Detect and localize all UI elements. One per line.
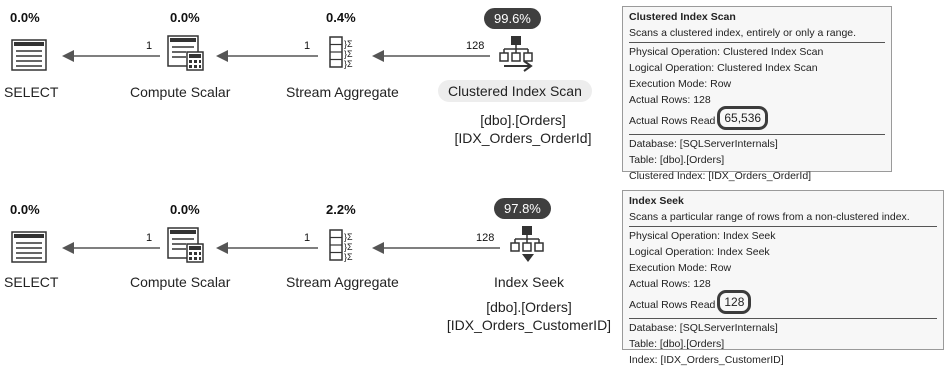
stream-aggregate-cost: 0.4% [326,10,356,25]
select-label[interactable]: SELECT [4,84,59,100]
row-count-label: 128 [476,232,495,244]
row-count-label: 1 [146,232,153,244]
tooltip-logical-operation: Logical Operation: Clustered Index Scan [629,62,818,74]
tooltip-description: Scans a clustered index, entirely or onl… [629,25,885,43]
index-seek-cost-badge: 97.8% [494,198,551,219]
tooltip-physical-operation: Physical Operation: Clustered Index Scan [629,46,824,58]
tooltip-database: Database: [SQLServerInternals] [629,134,885,152]
compute-scalar-label[interactable]: Compute Scalar [130,84,231,100]
tooltip-actual-rows: Actual Rows: 128 [629,94,711,106]
tooltip-physical-operation: Physical Operation: Index Seek [629,230,776,242]
arrow-compute-to-select [62,50,160,62]
tooltip-database: Database: [SQLServerInternals] [629,318,937,336]
select-icon[interactable] [11,231,47,263]
stream-aggregate-cost: 2.2% [326,202,356,217]
clustered-index-scan-cost-badge: 99.6% [484,8,541,29]
tooltip-table: Table: [dbo].[Orders] [629,154,725,166]
arrow-stream-to-compute [216,242,318,254]
seek-object-name: [dbo].[Orders] [486,299,572,315]
tooltip-description: Scans a particular range of rows from a … [629,209,937,227]
seek-index-name: [IDX_Orders_CustomerID] [446,317,612,333]
highlighted-rows-read-value: 128 [717,290,752,314]
clustered-index-scan-icon[interactable] [499,35,533,72]
arrow-seek-to-stream [372,242,500,254]
select-cost: 0.0% [10,10,40,25]
arrow-stream-to-compute [216,50,318,62]
tooltip-actual-rows-read-label: Actual Rows Read [629,115,716,127]
row-count-label: 1 [146,40,153,52]
compute-scalar-icon[interactable] [167,35,204,71]
index-seek-label[interactable]: Index Seek [494,274,565,290]
compute-scalar-cost: 0.0% [170,10,200,25]
arrow-scan-to-stream [372,50,490,62]
tooltip-title: Clustered Index Scan [629,11,736,23]
tooltip-title: Index Seek [629,195,684,207]
tooltip-index: Index: [IDX_Orders_CustomerID] [629,354,784,366]
row-count-label: 128 [466,40,485,52]
tooltip-index: Clustered Index: [IDX_Orders_OrderId] [629,170,812,182]
highlighted-rows-read-value: 65,536 [717,106,769,130]
scan-object-name: [dbo].[Orders] [480,112,566,128]
row-count-label: 1 [304,40,311,52]
tooltip-execution-mode: Execution Mode: Row [629,262,732,274]
clustered-index-scan-label[interactable]: Clustered Index Scan [438,80,592,102]
row-count-label: 1 [304,232,311,244]
stream-aggregate-icon[interactable] [329,229,354,263]
plan-diagram-canvas: }Σ }Σ }Σ [11,35,544,263]
compute-scalar-label[interactable]: Compute Scalar [130,274,231,290]
stream-aggregate-label[interactable]: Stream Aggregate [286,274,399,290]
tooltip-actual-rows: Actual Rows: 128 [629,278,711,290]
tooltip-table: Table: [dbo].[Orders] [629,338,725,350]
operator-tooltip: Clustered Index Scan Scans a clustered i… [622,6,892,182]
tooltip-execution-mode: Execution Mode: Row [629,78,732,90]
stream-aggregate-label[interactable]: Stream Aggregate [286,84,399,100]
compute-scalar-icon[interactable] [167,227,204,263]
scan-index-name: [IDX_Orders_OrderId] [454,130,592,146]
operator-tooltip: Index Seek Scans a particular range of r… [622,190,944,366]
stream-aggregate-icon[interactable] [329,36,354,70]
tooltip-actual-rows-read-label: Actual Rows Read [629,299,716,311]
select-label[interactable]: SELECT [4,274,59,290]
compute-scalar-cost: 0.0% [170,202,200,217]
arrow-compute-to-select [62,242,160,254]
select-cost: 0.0% [10,202,40,217]
tooltip-logical-operation: Logical Operation: Index Seek [629,246,770,258]
select-icon[interactable] [11,39,47,71]
index-seek-icon[interactable] [510,225,544,262]
